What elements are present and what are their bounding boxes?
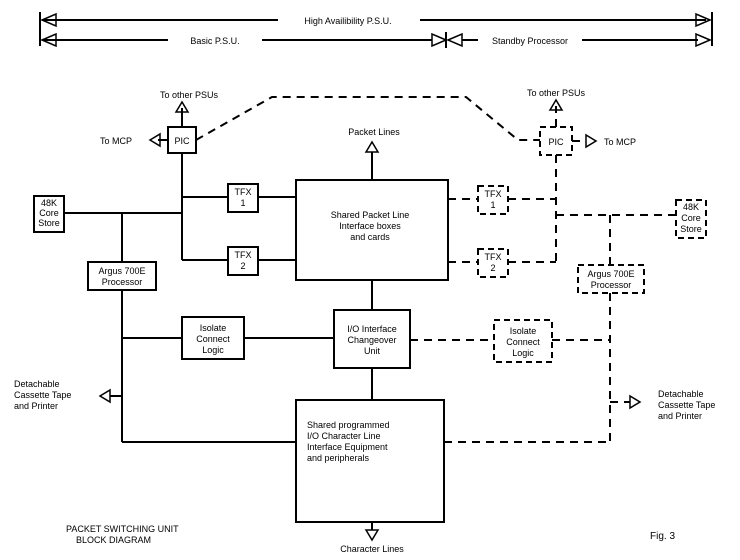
svg-text:PIC: PIC <box>548 137 564 147</box>
to-mcp-left-label: To MCP <box>100 136 132 146</box>
svg-text:I/O Interface: I/O Interface <box>347 324 397 334</box>
svg-text:Store: Store <box>38 218 60 228</box>
argus-left: Argus 700E Processor <box>87 261 157 291</box>
pic-right: PIC <box>539 126 573 156</box>
svg-text:TFX: TFX <box>485 252 502 262</box>
to-other-psus-left-label: To other PSUs <box>160 90 219 100</box>
isolate-right: Isolate Connect Logic <box>493 319 553 363</box>
svg-text:Changeover: Changeover <box>347 335 396 345</box>
svg-text:and peripherals: and peripherals <box>307 453 370 463</box>
header-arrows <box>39 12 713 48</box>
svg-text:Interface Equipment: Interface Equipment <box>307 442 388 452</box>
svg-text:Isolate: Isolate <box>510 326 537 336</box>
svg-text:PACKET SWITCHING UNIT: PACKET SWITCHING UNIT <box>66 524 179 534</box>
svg-text:Core: Core <box>39 208 59 218</box>
svg-text:Logic: Logic <box>202 345 224 355</box>
svg-text:Interface boxes: Interface boxes <box>339 221 401 231</box>
svg-text:Core: Core <box>681 213 701 223</box>
svg-text:Connect: Connect <box>506 337 540 347</box>
argus-right: Argus 700E Processor <box>577 264 645 294</box>
tfx2-right: TFX 2 <box>477 248 509 278</box>
svg-text:1: 1 <box>240 198 245 208</box>
core-store-left: 48K Core Store <box>33 195 65 233</box>
svg-text:and Printer: and Printer <box>658 411 702 421</box>
svg-text:Detachable: Detachable <box>14 379 60 389</box>
shared-packet-line: Shared Packet Line Interface boxes and c… <box>295 179 449 281</box>
svg-text:48K: 48K <box>41 198 57 208</box>
svg-text:TFX: TFX <box>235 250 252 260</box>
pic-left: PIC <box>167 126 197 154</box>
svg-text:Shared programmed: Shared programmed <box>307 420 390 430</box>
svg-text:Connect: Connect <box>196 334 230 344</box>
svg-text:Argus 700E: Argus 700E <box>587 269 634 279</box>
packet-lines-label: Packet Lines <box>348 127 400 137</box>
svg-text:Isolate: Isolate <box>200 323 227 333</box>
svg-text:Shared Packet Line: Shared Packet Line <box>331 210 410 220</box>
to-other-psus-right-label: To other PSUs <box>527 88 586 98</box>
tfx1-left: TFX 1 <box>227 183 259 213</box>
svg-text:Logic: Logic <box>512 348 534 358</box>
svg-text:BLOCK DIAGRAM: BLOCK DIAGRAM <box>76 535 151 545</box>
standby-wiring <box>195 96 676 443</box>
svg-text:Processor: Processor <box>591 280 632 290</box>
tfx1-right: TFX 1 <box>477 185 509 215</box>
svg-text:2: 2 <box>490 263 495 273</box>
figure-number: Fig. 3 <box>650 531 675 542</box>
basic-wiring <box>64 100 380 542</box>
svg-text:TFX: TFX <box>485 189 502 199</box>
tfx2-left: TFX 2 <box>227 246 259 276</box>
svg-text:Cassette Tape: Cassette Tape <box>14 390 71 400</box>
header-standby-processor: Standby Processor <box>492 36 568 46</box>
svg-text:Store: Store <box>680 224 702 234</box>
svg-text:Unit: Unit <box>364 346 381 356</box>
svg-text:and cards: and cards <box>350 232 390 242</box>
svg-text:I/O Character Line: I/O Character Line <box>307 431 381 441</box>
cassette-left-label: Detachable Cassette Tape and Printer <box>14 379 71 411</box>
svg-text:2: 2 <box>240 261 245 271</box>
svg-text:TFX: TFX <box>235 187 252 197</box>
core-store-right: 48K Core Store <box>675 199 707 239</box>
svg-text:PIC: PIC <box>174 136 190 146</box>
svg-text:Argus 700E: Argus 700E <box>98 266 145 276</box>
to-mcp-right-label: To MCP <box>604 137 636 147</box>
header-high-availability: High Availibility P.S.U. <box>304 16 391 26</box>
isolate-left: Isolate Connect Logic <box>181 316 245 360</box>
svg-text:and Printer: and Printer <box>14 401 58 411</box>
diagram-caption: PACKET SWITCHING UNIT BLOCK DIAGRAM <box>66 524 179 545</box>
character-lines-label: Character Lines <box>340 544 404 554</box>
svg-text:48K: 48K <box>683 202 699 212</box>
svg-text:1: 1 <box>490 200 495 210</box>
svg-text:Cassette Tape: Cassette Tape <box>658 400 715 410</box>
cassette-right-label: Detachable Cassette Tape and Printer <box>658 389 715 421</box>
svg-text:Detachable: Detachable <box>658 389 704 399</box>
svg-text:Processor: Processor <box>102 277 143 287</box>
header-basic-psu: Basic P.S.U. <box>190 36 239 46</box>
io-changeover: I/O Interface Changeover Unit <box>333 309 411 369</box>
shared-io: Shared programmed I/O Character Line Int… <box>295 399 445 523</box>
